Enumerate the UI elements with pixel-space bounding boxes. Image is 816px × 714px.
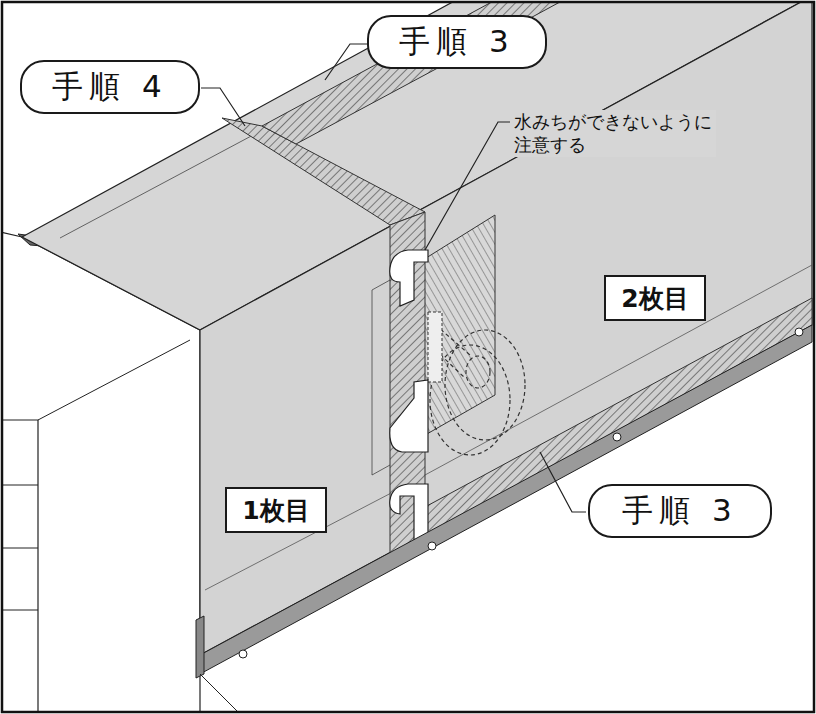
leader-line (540, 452, 586, 512)
callout-text: 手順 4 (52, 66, 168, 108)
step-callout: 手順 4 (20, 60, 200, 114)
flashing (200, 325, 812, 674)
leader-line (201, 88, 245, 126)
tape-slit (390, 250, 428, 306)
callout-text: 手順 3 (399, 21, 515, 63)
step-callout: 手順 3 (588, 484, 772, 538)
leader-line (425, 122, 510, 250)
callout-text: 手順 3 (622, 490, 738, 532)
step-callout: 手順 3 (367, 15, 547, 69)
leader-line (325, 44, 368, 80)
front-face (200, 3, 812, 655)
note-text: 水みちができないように 注意する (512, 110, 716, 157)
callout-text: 2枚目 (621, 282, 688, 315)
sheet-label: 2枚目 (604, 275, 706, 321)
tape-strip (222, 118, 425, 225)
callout-text: 1枚目 (242, 494, 309, 527)
sheet-label: 1枚目 (225, 487, 327, 533)
